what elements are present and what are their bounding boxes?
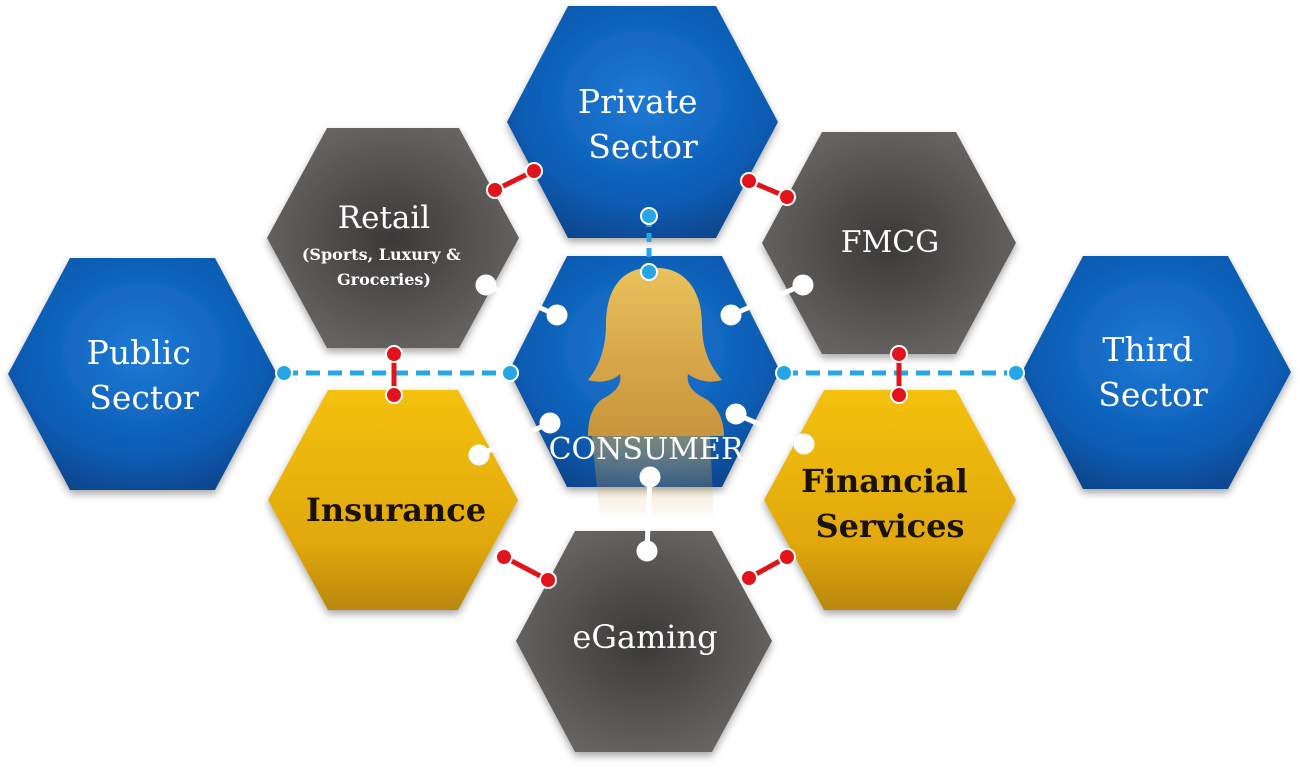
financial-services-hexagon (764, 390, 1016, 610)
connector-node (1007, 364, 1025, 382)
white-connectors (468, 274, 815, 562)
third-sector-label: Third Sector (1098, 330, 1208, 414)
retail-hexagon (267, 128, 519, 348)
connector-node (640, 207, 658, 225)
fmcg-label: FMCG (841, 225, 939, 260)
retail-title: Retail (338, 200, 430, 236)
connector-node (539, 412, 561, 434)
connector-node (385, 386, 403, 404)
private-sector-hexagon (507, 6, 778, 238)
connector-node (486, 181, 504, 199)
egaming-label: eGaming (572, 618, 717, 656)
connector-node (275, 364, 293, 382)
egaming-hexagon (516, 531, 772, 752)
connector-node (720, 304, 742, 326)
connector-node (468, 444, 490, 466)
connector-node (501, 364, 519, 382)
connector-node (385, 345, 403, 363)
connector-node (475, 274, 497, 296)
red-connectors (385, 162, 908, 589)
connector-node (640, 263, 658, 281)
connector-node (775, 364, 793, 382)
public-sector-label: Public Sector (87, 333, 202, 417)
fmcg-hexagon (762, 132, 1016, 354)
insurance-label: Insurance (306, 491, 486, 529)
connector-node (636, 540, 658, 562)
connector-node (495, 548, 513, 566)
public-sector-hexagon (8, 258, 277, 490)
connector-node (639, 466, 661, 488)
consumer-label: CONSUMER (549, 432, 745, 467)
connector-node (539, 571, 557, 589)
private-sector-label: Private Sector (578, 82, 708, 166)
connector-node (890, 386, 908, 404)
connector-node (740, 172, 758, 190)
insurance-hexagon (268, 390, 518, 610)
connector-node (546, 304, 568, 326)
connector-node (792, 274, 814, 296)
connector-node (890, 345, 908, 363)
connector-node (525, 162, 543, 180)
financial-services-label: Financial Services (801, 462, 979, 545)
connector-node (740, 569, 758, 587)
connector-node (725, 403, 747, 425)
connector-node (778, 188, 796, 206)
connector-node (778, 548, 796, 566)
connector-node (793, 433, 815, 455)
third-sector-hexagon (1022, 256, 1291, 489)
retail-subtitle: (Sports, Luxury & Groceries) (302, 245, 466, 289)
